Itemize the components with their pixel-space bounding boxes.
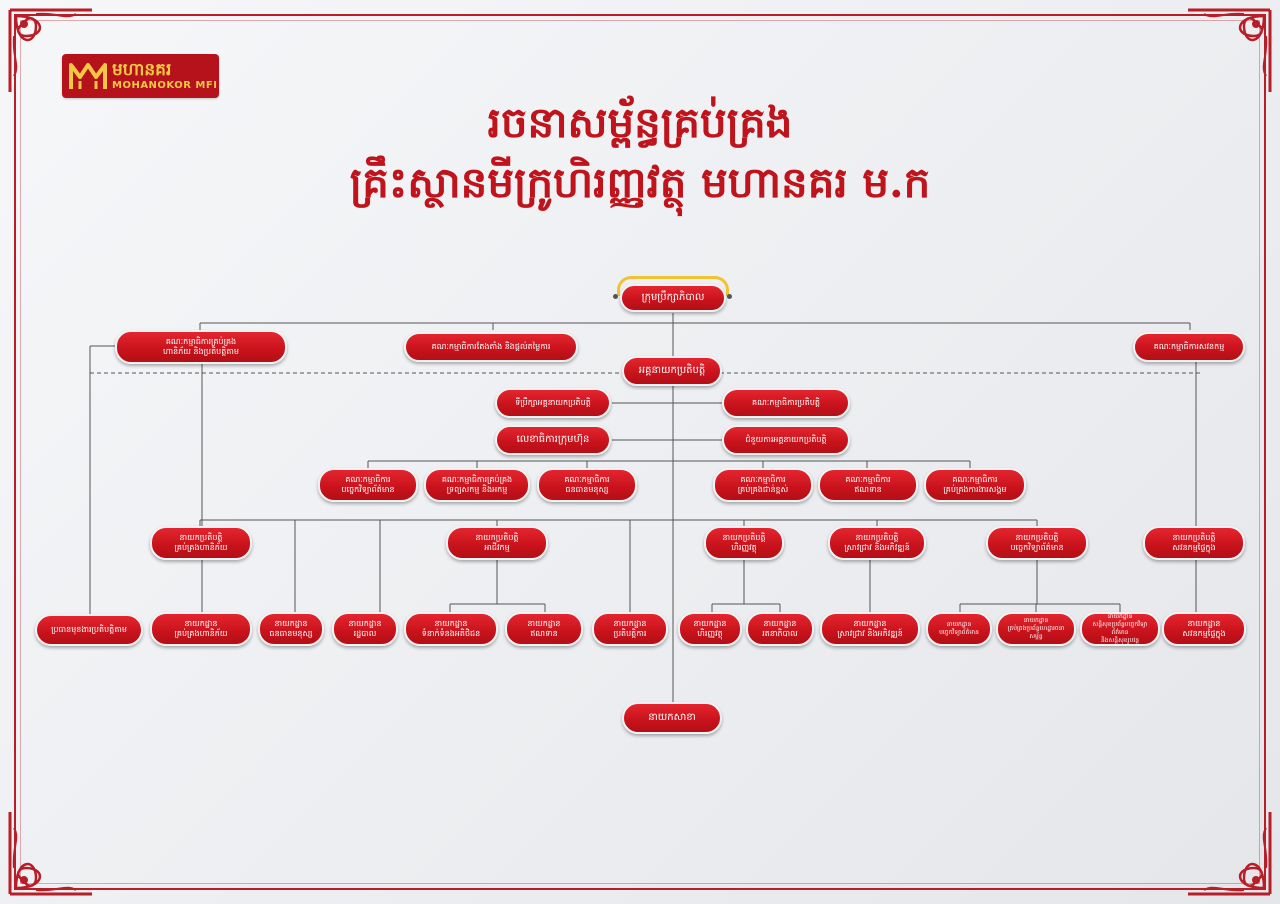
board-dot-right [727,294,732,299]
board-arch-decoration [617,276,729,296]
node-treasury-dept[interactable]: នាយកដ្ឋាន រតនាភិបាល [746,612,814,646]
node-compliance-head[interactable]: ប្រធានមុខងារប្រតិបត្តិតាម [35,614,143,646]
node-board[interactable]: ក្រុមប្រឹក្សាភិបាល [620,284,726,312]
node-alco-committee[interactable]: គណៈកម្មាធិការគ្រប់គ្រង ទ្រព្យសកម្ម និងអក… [424,468,530,502]
logo-mark-icon [69,63,107,89]
node-cia[interactable]: នាយកប្រតិបត្តិ សវនកម្មផ្ទៃក្នុង [1143,526,1245,560]
node-credit-committee[interactable]: គណៈកម្មាធិការ ឥណទាន [818,468,918,502]
node-risk-committee[interactable]: គណៈកម្មាធិការគ្រប់គ្រង ហានិភ័យ និងប្រតិប… [115,330,287,364]
node-cio[interactable]: នាយកប្រតិបត្តិ បច្ចេកវិទ្យាព័ត៌មាន [986,526,1088,560]
node-nomination-committee[interactable]: គណៈកម្មាធិការតែងតាំង និងផ្តល់តម្លៃការ [404,332,578,362]
node-audit-committee[interactable]: គណៈកម្មាធិការសវនកម្ម [1133,332,1245,362]
node-company-secretary[interactable]: លេខាធិការក្រុមហ៊ុន [495,425,611,455]
corner-ornament-icon [8,8,92,92]
node-ceo[interactable]: អគ្គនាយកប្រតិបត្តិ [622,356,722,386]
board-dot-left [613,294,618,299]
node-hr-committee[interactable]: គណៈកម្មាធិការ ធនធានមនុស្ស [537,468,637,502]
node-it-infra-dept[interactable]: នាយកដ្ឋាន គ្រប់គ្រងប្រព័ន្ធហេដ្ឋារចនាសម្… [996,612,1076,646]
page-title-line2: គ្រឹះស្ថានមីក្រូហិរញ្ញវត្ថុ មហានគរ ម.ក [349,158,931,207]
logo-name-kh: មហានគរ [112,60,172,80]
page-title-line1: រចនាសម្ព័ន្ធគ្រប់គ្រង [487,98,793,147]
node-senior-committee[interactable]: គណៈកម្មាធិការ គ្រប់គ្រងជាន់ខ្ពស់ [713,468,813,502]
node-admin-dept[interactable]: នាយកដ្ឋាន រដ្ឋបាល [332,612,398,646]
node-it-security-dept[interactable]: នាយកដ្ឋាន សន្តិសុខប្រព័ន្ធបច្ចេកវិទ្យាព័… [1080,612,1160,646]
node-risk-dept[interactable]: នាយកដ្ឋាន គ្រប់គ្រងហានិភ័យ [150,612,252,646]
node-credit-dept[interactable]: នាយកដ្ឋាន ឥណទាន [505,612,583,646]
node-deputy-ceo[interactable]: ជំនួយការអគ្គនាយកប្រតិបត្តិ [722,425,850,455]
node-it-committee[interactable]: គណៈកម្មាធិការ បច្ចេកវិទ្យាព័ត៌មាន [318,468,418,502]
node-exec-committee[interactable]: គណៈកម្មាធិការប្រតិបត្តិ [722,388,850,418]
node-branch-head[interactable]: នាយកសាខា [622,702,722,734]
node-customer-dept[interactable]: នាយកដ្ឋាន ទំនាក់ទំនងអតិថិជន [404,612,498,646]
node-cdo[interactable]: នាយកប្រតិបត្តិ ស្រាវជ្រាវ និងអភិវឌ្ឍន៍ [828,526,926,560]
corner-ornament-icon [1188,812,1272,896]
node-social-committee[interactable]: គណៈកម្មាធិការ គ្រប់គ្រងការងារសង្គម [924,468,1026,502]
node-it-dept[interactable]: នាយកដ្ឋាន បច្ចេកវិទ្យាព័ត៌មាន [926,612,992,646]
node-hr-dept[interactable]: នាយកដ្ឋាន ធនធានមនុស្ស [258,612,324,646]
node-cbo[interactable]: នាយកប្រតិបត្តិ អាជីវកម្ម [446,526,548,560]
node-rd-dept[interactable]: នាយកដ្ឋាន ស្រាវជ្រាវ និងអភិវឌ្ឍន៍ [820,612,920,646]
node-ceo-advisor[interactable]: ទីប្រឹក្សាអគ្គនាយកប្រតិបត្តិ [495,388,611,418]
node-ops-dept[interactable]: នាយកដ្ឋាន ប្រតិបត្តិការ [592,612,668,646]
node-cfo[interactable]: នាយកប្រតិបត្តិ ហិរញ្ញវត្ថុ [704,526,784,560]
node-cro[interactable]: នាយកប្រតិបត្តិ គ្រប់គ្រងហានិភ័យ [150,526,252,560]
company-logo: មហានគរ MOHANOKOR MFI [62,54,219,98]
node-finance-dept[interactable]: នាយកដ្ឋាន ហិរញ្ញវត្ថុ [678,612,742,646]
logo-name-en: MOHANOKOR MFI [112,80,218,91]
corner-ornament-icon [8,812,92,896]
corner-ornament-icon [1188,8,1272,92]
node-audit-dept[interactable]: នាយកដ្ឋាន សវនកម្មផ្ទៃក្នុង [1162,612,1246,646]
